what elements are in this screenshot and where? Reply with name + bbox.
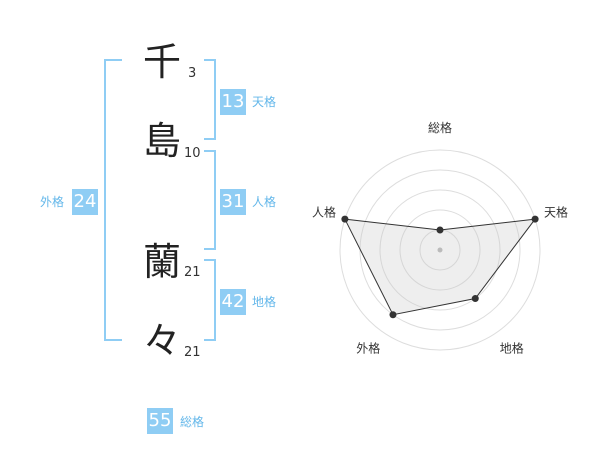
grid-ring — [399, 209, 481, 291]
axis-label: 地格 — [500, 341, 524, 356]
jinkaku-bracket — [204, 150, 216, 250]
soukaku-value: 55 — [147, 408, 173, 434]
axis-label: 人格 — [312, 204, 336, 219]
axis-label: 総格 — [428, 120, 452, 135]
data-point — [531, 215, 539, 223]
name-char-2: 島 — [143, 119, 182, 163]
data-point — [341, 215, 349, 223]
tenkaku-value: 13 — [220, 89, 246, 115]
gaikaku-value: 24 — [72, 189, 98, 215]
center-dot — [437, 247, 443, 253]
gaikaku-label: 外格 — [40, 195, 65, 209]
radar-area — [344, 218, 537, 316]
data-point — [471, 295, 479, 303]
gaikaku-bracket — [104, 59, 122, 341]
axis-label: 外格 — [356, 341, 380, 356]
tenkaku-bracket — [204, 59, 216, 140]
data-point — [389, 311, 397, 319]
name-char-4: 々 — [143, 319, 182, 363]
stroke-count-1: 3 — [188, 66, 197, 81]
jinkaku-value: 31 — [220, 189, 246, 215]
axis-label: 天格 — [544, 204, 568, 219]
tenkaku-label: 天格 — [252, 95, 277, 109]
stroke-count-3: 21 — [184, 265, 201, 280]
soukaku-label: 総格 — [180, 415, 205, 429]
name-char-3: 蘭 — [143, 240, 182, 284]
stroke-count-4: 21 — [184, 345, 201, 360]
chikaku-value: 42 — [220, 289, 246, 315]
stroke-count-2: 10 — [184, 146, 201, 161]
chikaku-label: 地格 — [252, 295, 277, 309]
data-point — [436, 226, 444, 234]
grid-ring — [379, 189, 501, 311]
jinkaku-label: 人格 — [252, 195, 277, 209]
name-char-1: 千 — [143, 40, 182, 84]
chikaku-bracket — [204, 259, 216, 341]
grid-ring — [339, 149, 541, 351]
